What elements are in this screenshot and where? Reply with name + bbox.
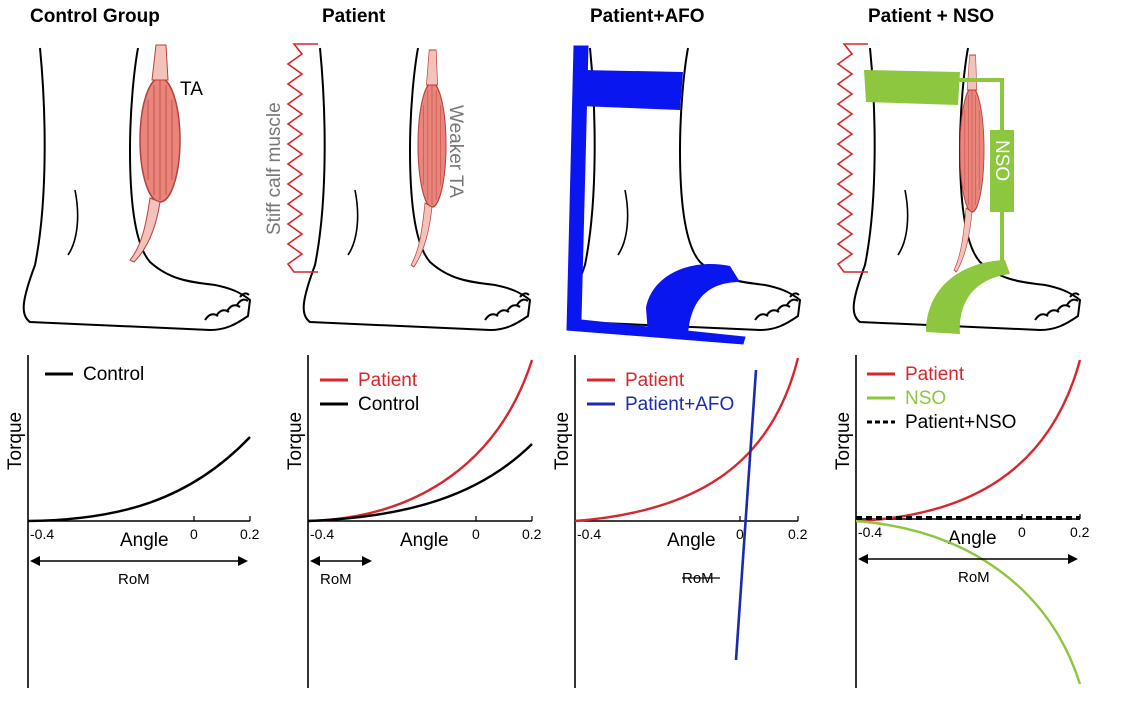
series-line	[307, 443, 533, 523]
series-line	[574, 357, 800, 523]
rom-arrowhead	[310, 556, 320, 566]
x-axis-label: Angle	[120, 530, 169, 551]
tick-label: -0.4	[858, 524, 882, 540]
rom-arrowhead	[30, 556, 40, 566]
legend-label: Control	[83, 364, 144, 385]
rom-arrowhead	[1068, 554, 1078, 564]
ta-muscle-icon	[129, 44, 181, 263]
charts: -0.4 0 0.2 Angle Torque Control -0.4 0 0.2 Angle T…	[5, 355, 1090, 688]
legend-label: NSO	[905, 388, 946, 409]
tick-label: -0.4	[310, 526, 334, 542]
rom-arrowhead	[858, 554, 868, 564]
leg-illustration	[286, 43, 531, 331]
x-axis-label: Angle	[948, 528, 997, 549]
rom-arrowhead	[362, 556, 372, 566]
stiff-muscle-label: Stiff calf muscle	[264, 102, 285, 235]
y-axis-label: Torque	[833, 412, 854, 470]
tick-label: -0.4	[30, 526, 54, 542]
series-line	[307, 359, 534, 523]
nso-device-icon	[864, 70, 1014, 334]
tick-label: -0.4	[577, 526, 601, 542]
rom-arrowhead	[238, 556, 248, 566]
series-line	[855, 519, 1082, 685]
legend-label: Patient+AFO	[625, 394, 734, 415]
legend-label: Control	[358, 394, 419, 415]
series-line	[855, 359, 1082, 523]
tick-label: 0	[190, 526, 198, 542]
panel-title: Control Group	[30, 6, 160, 27]
tick-label: 0.2	[788, 526, 808, 542]
legend-label: Patient	[625, 370, 685, 391]
tick-label: 0.2	[1070, 524, 1090, 540]
tick-label: 0	[472, 526, 480, 542]
rom-label: RoM	[118, 571, 150, 588]
x-axis-label: Angle	[667, 530, 716, 551]
afo-brace-icon	[566, 45, 746, 345]
panel-title: Patient	[322, 6, 386, 27]
series-line	[734, 369, 758, 661]
y-axis-label: Torque	[552, 412, 573, 470]
nso-device-label: NSO	[991, 140, 1012, 181]
tick-label: 0.2	[240, 526, 260, 542]
panel-title: Patient+AFO	[590, 6, 705, 27]
stiff-muscle-spring-icon	[836, 43, 868, 273]
rom-label: RoM	[958, 569, 990, 586]
x-axis-label: Angle	[400, 530, 449, 551]
legend-label: Patient	[905, 364, 965, 385]
rom-label: RoM	[320, 571, 352, 588]
y-axis-label: Torque	[5, 412, 26, 470]
legend-label: Patient	[358, 370, 418, 391]
leg-illustration: TA	[22, 44, 252, 331]
y-axis-label: Torque	[285, 412, 306, 470]
tick-label: 0	[736, 526, 744, 542]
series-line	[27, 436, 251, 523]
panel-title: Patient + NSO	[868, 6, 994, 27]
muscle-label: Weaker TA	[445, 105, 466, 198]
legend-label: Patient+NSO	[905, 412, 1016, 433]
muscle-label: TA	[180, 79, 203, 100]
tick-label: 0	[1018, 524, 1026, 540]
leg-illustration	[836, 43, 1081, 331]
stiff-muscle-spring-icon	[286, 43, 318, 273]
tick-label: 0.2	[522, 526, 542, 542]
